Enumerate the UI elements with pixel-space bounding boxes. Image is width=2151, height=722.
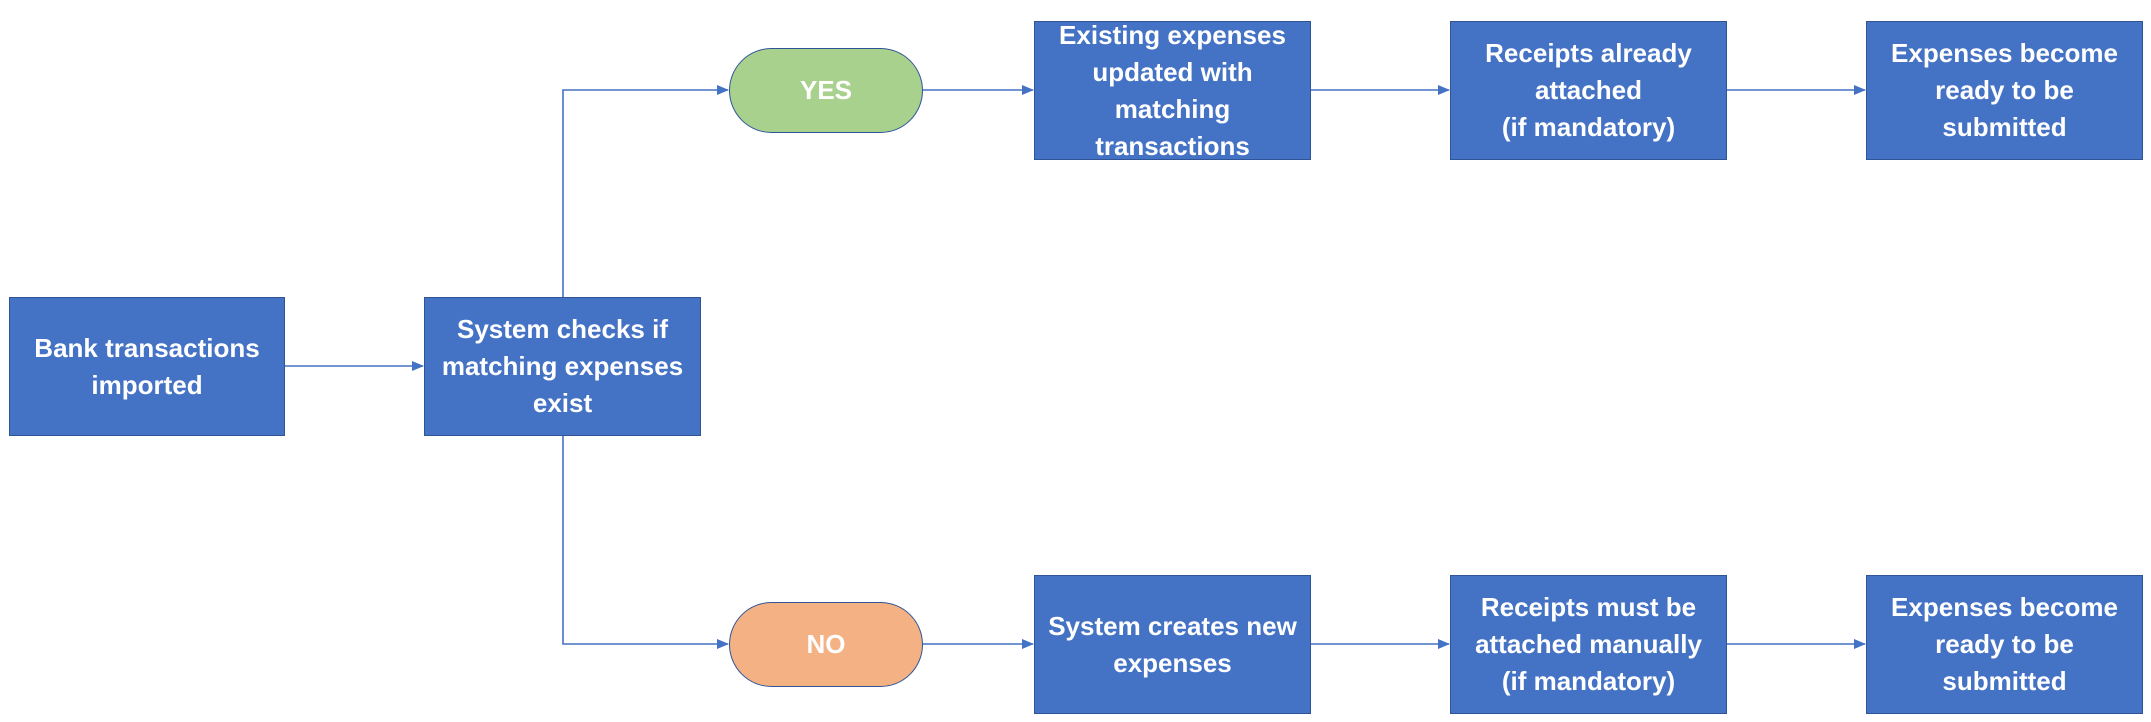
system-checks-matching-box: System checks if matching expenses exist: [424, 297, 701, 436]
existing-expenses-updated-box: Existing expenses updated with matching …: [1034, 20, 1311, 161]
bank-transactions-imported-box: Bank transactions imported: [9, 297, 285, 436]
arrow-check-to-no: [562, 436, 729, 649]
arrow-check-to-yes: [562, 85, 729, 297]
no-decision-pill: NO: [729, 602, 923, 687]
receipts-already-attached-box: Receipts already attached (if mandatory): [1450, 21, 1727, 160]
yes-decision-pill: YES: [729, 48, 923, 133]
receipts-attach-manually-box: Receipts must be attached manually (if m…: [1450, 575, 1727, 714]
expenses-ready-bottom-box: Expenses become ready to be submitted: [1866, 575, 2143, 714]
system-creates-expenses-box: System creates new expenses: [1034, 575, 1311, 714]
expenses-ready-top-box: Expenses become ready to be submitted: [1866, 21, 2143, 160]
